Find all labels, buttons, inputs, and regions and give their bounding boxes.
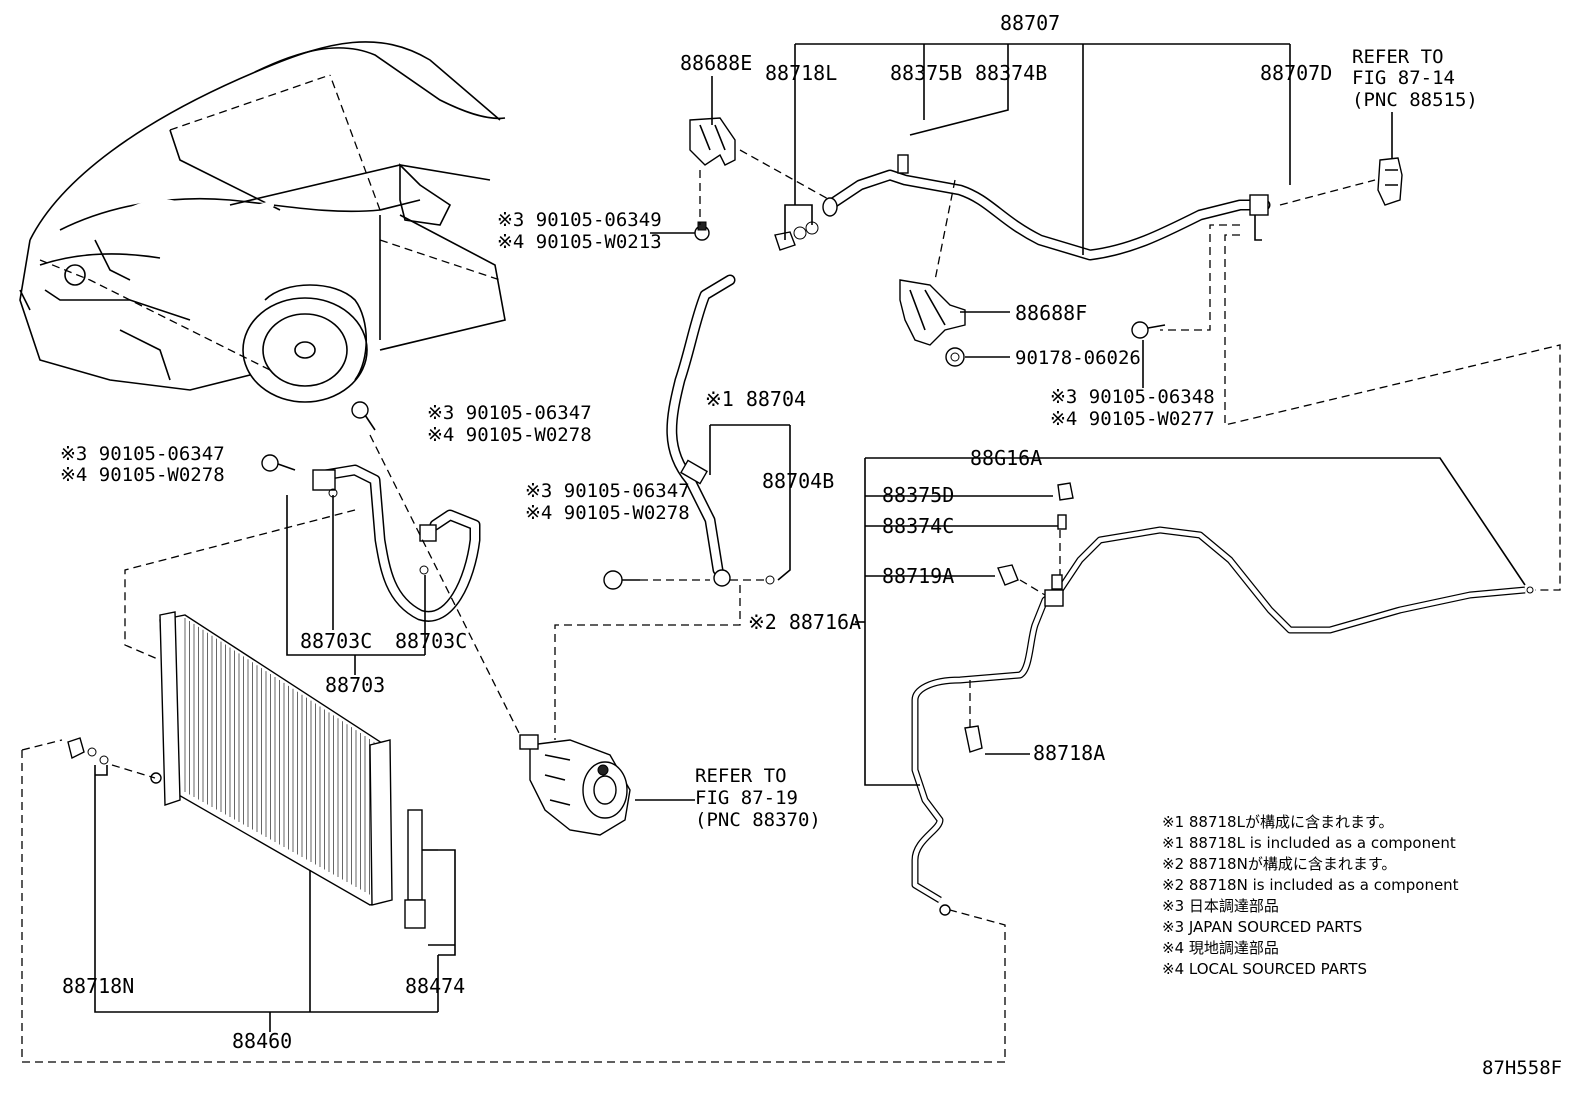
footnote-line: ※3 JAPAN SOURCED PARTS xyxy=(1162,918,1362,936)
label-88703C-right: 88703C xyxy=(395,629,467,653)
figure-code: 87H558F xyxy=(1482,1057,1562,1079)
bracket-88688E xyxy=(689,117,736,241)
footnote-line: ※2 88718Nが構成に含まれます。 xyxy=(1162,855,1396,873)
ref-fig-87-14-line2: FIG 87-14 xyxy=(1352,67,1455,89)
label-88704B: 88704B xyxy=(762,469,834,493)
footnote-line: ※2 88718N is included as a component xyxy=(1162,876,1459,894)
label-88688F: 88688F xyxy=(1015,301,1087,325)
bracket-88688F xyxy=(899,279,966,367)
bolt-upper-japan: ※3 90105-06349 xyxy=(497,209,662,231)
label-88703C-left: 88703C xyxy=(300,629,372,653)
bolt-top-japan: ※3 90105-06347 xyxy=(427,402,592,424)
ref-fig-87-19-line1: REFER TO xyxy=(695,765,787,787)
condenser-88460 xyxy=(67,611,426,929)
label-88375B: 88375B xyxy=(890,61,962,85)
leader-lines xyxy=(21,43,1561,1063)
label-88374B: 88374B xyxy=(975,61,1047,85)
label-90178-06026: 90178-06026 xyxy=(1015,347,1141,369)
footnote-line: ※4 LOCAL SOURCED PARTS xyxy=(1162,960,1367,978)
hose-88703 xyxy=(261,401,481,622)
discharge-hose-88704 xyxy=(603,274,775,590)
bolt-right-local: ※4 90105-W0277 xyxy=(1050,408,1215,430)
bolt-mid-japan: ※3 90105-06347 xyxy=(525,480,690,502)
compressor-fig-87-19 xyxy=(519,734,631,836)
receiver-part-fig-87-14 xyxy=(1377,157,1403,206)
connector-88718L xyxy=(774,221,819,251)
ref-fig-87-14-line3: (PNC 88515) xyxy=(1352,89,1478,111)
footnote-line: ※4 現地調達部品 xyxy=(1162,939,1279,957)
label-88374C: 88374C xyxy=(882,514,954,538)
label-88704: ※1 88704 xyxy=(705,387,806,411)
footnote-line: ※1 88718Lが構成に含まれます。 xyxy=(1162,813,1393,831)
label-88718L: 88718L xyxy=(765,61,837,85)
label-88688E: 88688E xyxy=(680,51,752,75)
label-88718N: 88718N xyxy=(62,974,134,998)
suction-hose-88707 xyxy=(822,154,1271,261)
label-88G16A: 88G16A xyxy=(970,446,1042,470)
footnotes: ※1 88718Lが構成に含まれます。 ※1 88718L is include… xyxy=(1162,813,1459,978)
part-number-labels: 88707 88688E 88718L 88375B 88374B 88707D… xyxy=(60,11,1562,1079)
bolt-top-local: ※4 90105-W0278 xyxy=(427,424,592,446)
label-88460: 88460 xyxy=(232,1029,292,1053)
ref-fig-87-19-line2: FIG 87-19 xyxy=(695,787,798,809)
pipe-88716A xyxy=(911,482,1534,916)
bolt-left-japan: ※3 90105-06347 xyxy=(60,443,225,465)
ref-fig-87-14-line1: REFER TO xyxy=(1352,46,1444,68)
label-88707: 88707 xyxy=(1000,11,1060,35)
footnote-line: ※1 88718L is included as a component xyxy=(1162,834,1456,852)
label-88474: 88474 xyxy=(405,974,465,998)
label-88718A: 88718A xyxy=(1033,741,1105,765)
footnote-line: ※3 日本調達部品 xyxy=(1162,897,1279,915)
label-88375D: 88375D xyxy=(882,483,954,507)
bolt-upper-local: ※4 90105-W0213 xyxy=(497,231,662,253)
bolt-left-local: ※4 90105-W0278 xyxy=(60,464,225,486)
label-88703: 88703 xyxy=(325,673,385,697)
label-88707D: 88707D xyxy=(1260,61,1332,85)
ref-fig-87-19-line3: (PNC 88370) xyxy=(695,809,821,831)
bolt-mid-local: ※4 90105-W0278 xyxy=(525,502,690,524)
bolt-90105-06348 xyxy=(1131,321,1166,339)
label-88716A: ※2 88716A xyxy=(748,610,861,634)
bolt-right-japan: ※3 90105-06348 xyxy=(1050,386,1215,408)
label-88719A: 88719A xyxy=(882,564,954,588)
vehicle-front-illustration xyxy=(19,41,506,403)
